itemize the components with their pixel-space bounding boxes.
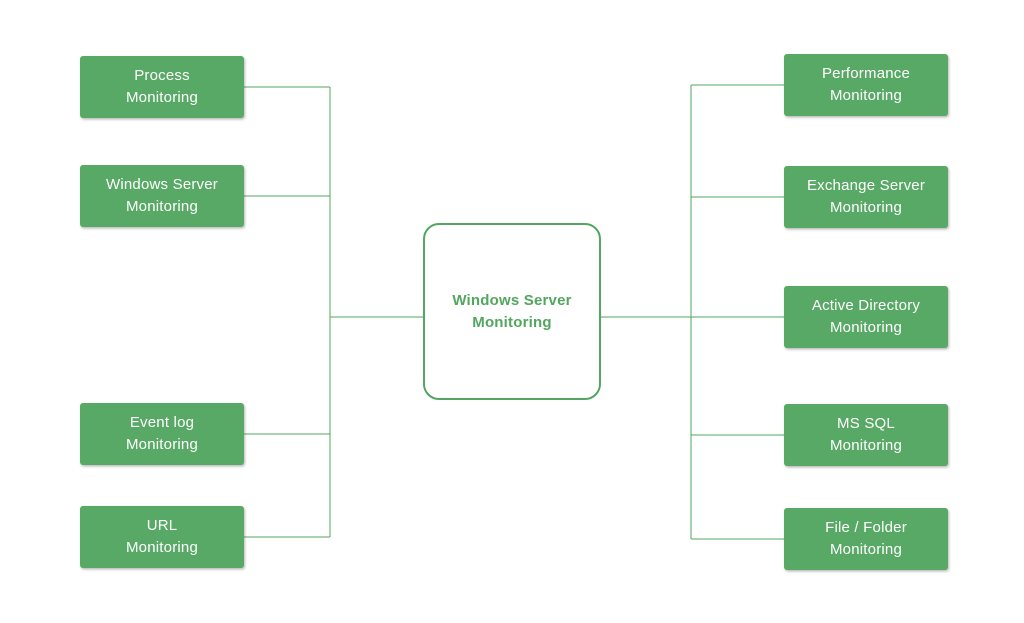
node-file-folder-monitoring: File / Folder Monitoring <box>784 508 948 570</box>
node-label-line1: MS SQL <box>837 415 895 432</box>
node-label-line2: Monitoring <box>829 437 903 454</box>
node-label-line2: Monitoring <box>125 89 199 106</box>
node-active-directory-monitoring: Active Directory Monitoring <box>784 286 948 348</box>
node-windows-server-monitoring-center: Windows Server Monitoring <box>423 223 601 400</box>
center-label-line2: Monitoring <box>472 313 552 331</box>
node-exchange-server-monitoring: Exchange Server Monitoring <box>784 166 948 228</box>
node-label-line1: URL <box>146 517 178 534</box>
center-label-line1: Windows Server <box>452 291 572 309</box>
node-event-log-monitoring: Event log Monitoring <box>80 403 244 465</box>
node-label-line1: File / Folder <box>825 519 907 536</box>
node-url-monitoring: URL Monitoring <box>80 506 244 568</box>
node-label-line2: Monitoring <box>829 87 903 104</box>
node-label-line1: Event log <box>129 414 195 431</box>
node-label-line2: Monitoring <box>125 539 199 556</box>
node-performance-monitoring: Performance Monitoring <box>784 54 948 116</box>
node-label-line1: Performance <box>821 65 911 82</box>
node-process-monitoring: Process Monitoring <box>80 56 244 118</box>
node-label-line1: Exchange Server <box>806 177 926 194</box>
node-windows-server-monitoring-left: Windows Server Monitoring <box>80 165 244 227</box>
node-label-line2: Monitoring <box>125 436 199 453</box>
node-label-line1: Process <box>134 67 190 84</box>
node-ms-sql-monitoring: MS SQL Monitoring <box>784 404 948 466</box>
node-label-line1: Windows Server <box>106 176 218 193</box>
node-label-line2: Monitoring <box>829 541 903 558</box>
node-label-line1: Active Directory <box>811 297 921 314</box>
node-label-line2: Monitoring <box>829 199 903 216</box>
node-label-line2: Monitoring <box>829 319 903 336</box>
node-label-line2: Monitoring <box>125 198 199 215</box>
